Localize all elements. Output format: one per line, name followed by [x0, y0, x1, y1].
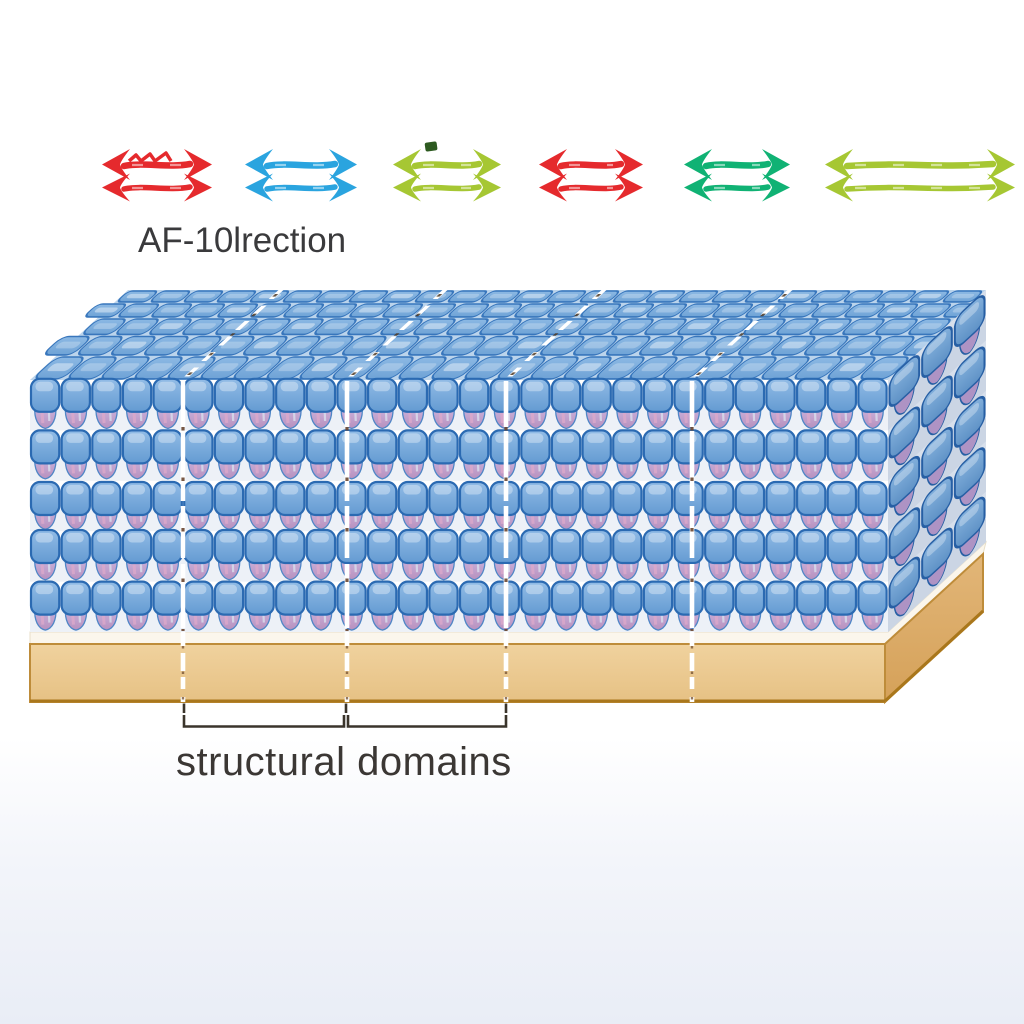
direction-label: AF-10lrection	[138, 221, 347, 260]
direction-arrow-row	[102, 141, 1015, 202]
block-right-face	[888, 290, 986, 633]
block-front-face	[29, 377, 888, 632]
block-top-face	[30, 290, 987, 380]
arrow-pair-4-double-arrow	[539, 149, 643, 202]
domain-boundary-lines	[180, 381, 695, 702]
substrate-slab	[29, 540, 987, 705]
arrow-pair-2-double-arrow	[245, 149, 357, 202]
arrow-pair-5-double-arrow	[684, 149, 790, 202]
domain-brackets	[182, 703, 508, 728]
domains-label: structural domains	[176, 740, 512, 784]
arrow-pair-6-double-arrow	[825, 149, 1015, 202]
arrow-pair-1-double-arrow	[102, 149, 212, 202]
arrow-pair-3-double-arrow	[393, 141, 501, 202]
